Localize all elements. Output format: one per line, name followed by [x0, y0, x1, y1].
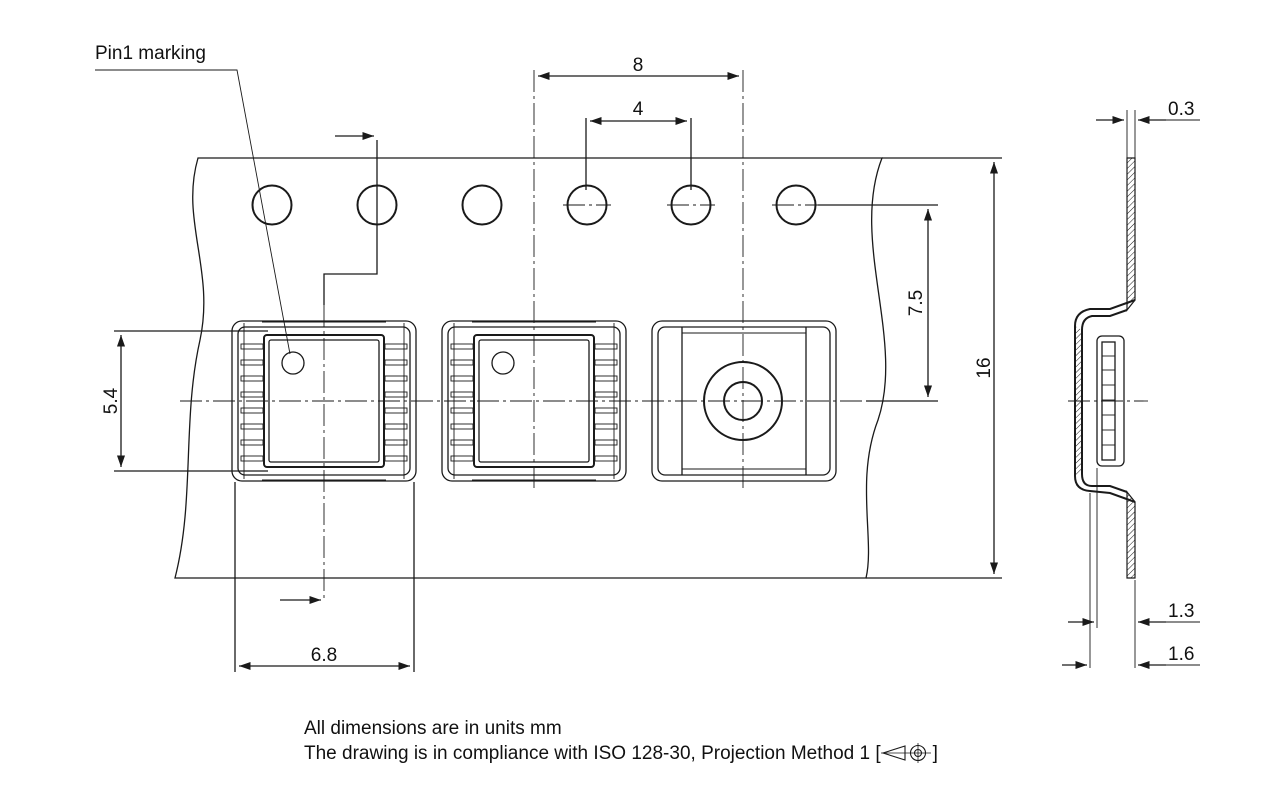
dim-pitch-4: 4	[633, 99, 644, 120]
tape-top-view: 8 4 7.5 16 5.4 6.8 Pin1 marking	[95, 43, 1002, 672]
first-angle-projection-icon	[880, 743, 931, 763]
pin1-marking-label: Pin1 marking	[95, 43, 206, 64]
dim-thickness-0-3: 0.3	[1168, 99, 1194, 120]
dim-offset-7-5: 7.5	[906, 290, 927, 316]
dim-cavity-6-8: 6.8	[311, 645, 337, 666]
dim-cavity-5-4: 5.4	[101, 387, 122, 414]
tape-section-hatched	[1126, 157, 1136, 312]
dim-depth-1-3: 1.3	[1168, 601, 1194, 622]
iso-note-close: ]	[932, 743, 938, 764]
iso-note-text: The drawing is in compliance with ISO 12…	[304, 743, 881, 764]
tape-side-view: 0.3 1.3 1.6	[1062, 99, 1200, 670]
dim-pitch-8: 8	[633, 55, 644, 76]
carrier-tape-outline	[174, 157, 887, 579]
dim-width-16: 16	[974, 357, 995, 378]
units-note: All dimensions are in units mm	[304, 718, 562, 739]
sprocket-hole	[251, 184, 293, 226]
iso-note: The drawing is in compliance with ISO 12…	[304, 743, 938, 765]
sprocket-hole	[461, 184, 503, 226]
dim-depth-1-6: 1.6	[1168, 644, 1194, 665]
